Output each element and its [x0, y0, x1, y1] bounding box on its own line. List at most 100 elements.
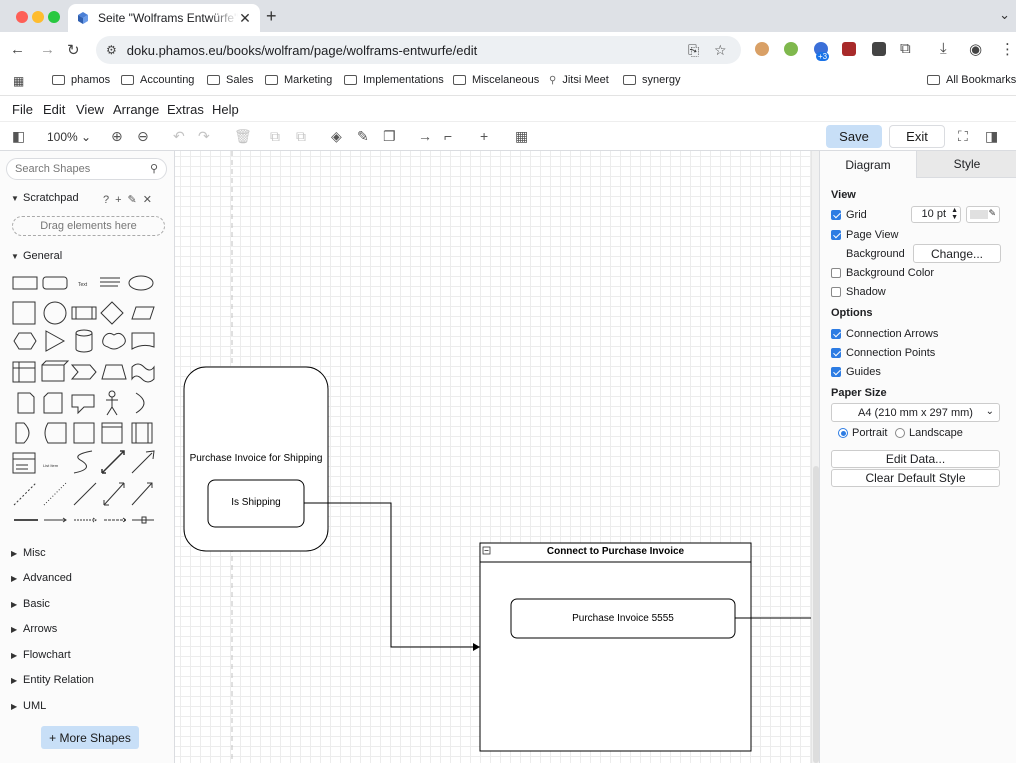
table-icon[interactable]: ▦	[515, 128, 529, 144]
minimize-window-button[interactable]	[32, 11, 44, 23]
maximize-window-button[interactable]	[48, 11, 60, 23]
waypoints-icon[interactable]: ⌐	[444, 128, 453, 144]
browser-menu-icon[interactable]: ⋮	[1000, 41, 1015, 58]
guides-checkbox[interactable]: Guides	[831, 366, 881, 378]
extension-2-icon[interactable]	[784, 42, 798, 56]
section-basic[interactable]: ▶Basic	[11, 598, 50, 610]
scratchpad-dropzone[interactable]: Drag elements here	[12, 216, 165, 236]
redo-icon[interactable]: ↷	[198, 128, 210, 144]
diagram-canvas[interactable]: Purchase Invoice for Shipping Is Shippin…	[175, 151, 811, 763]
menu-help[interactable]: Help	[212, 102, 239, 117]
gift-extension-icon[interactable]	[872, 42, 886, 56]
connection-icon[interactable]: →	[418, 128, 432, 144]
landscape-radio[interactable]: Landscape	[895, 427, 963, 439]
back-arrow-icon[interactable]: ←	[10, 41, 25, 58]
bookmark-implementations[interactable]: Implementations	[344, 74, 444, 86]
connection-points-checkbox[interactable]: Connection Points	[831, 347, 935, 359]
section-entity-relation[interactable]: ▶Entity Relation	[11, 674, 94, 686]
format-panel-toggle-icon[interactable]: ◨	[985, 128, 999, 144]
paper-size-select[interactable]: A4 (210 mm x 297 mm)⌄	[831, 403, 1000, 422]
background-color-checkbox[interactable]: Background Color	[831, 267, 934, 279]
menu-file[interactable]: File	[12, 102, 33, 117]
checkbox-checked-icon	[831, 329, 841, 339]
all-bookmarks[interactable]: All Bookmarks	[927, 74, 1016, 86]
scrollbar-thumb[interactable]	[813, 466, 819, 763]
bookmark-jitsi-meet[interactable]: ⚲Jitsi Meet	[549, 74, 609, 86]
bookmark-sales[interactable]: Sales	[207, 74, 254, 86]
to-back-icon[interactable]: ⧉	[296, 128, 306, 144]
bookmark-synergy[interactable]: synergy	[623, 74, 681, 86]
extension-1-icon[interactable]	[755, 42, 769, 56]
search-shapes-input[interactable]: Search Shapes ⚲	[6, 158, 167, 180]
scratchpad-actions[interactable]: ?+✎✕	[103, 194, 158, 206]
delete-icon[interactable]: 🗑	[234, 128, 252, 144]
canvas-scrollbar[interactable]	[811, 151, 819, 763]
page-view-checkbox[interactable]: Page View	[831, 229, 898, 241]
shadow-icon[interactable]: ❐	[383, 128, 396, 144]
tab-close-icon[interactable]: ✕	[239, 9, 251, 26]
menu-edit[interactable]: Edit	[43, 102, 66, 117]
section-advanced[interactable]: ▶Advanced	[11, 572, 72, 584]
general-shapes-grid[interactable]: Text List Item	[8, 269, 168, 529]
line-color-icon[interactable]: ✎	[357, 128, 369, 144]
address-bar[interactable]: ⚙ doku.phamos.eu/books/wolfram/page/wolf…	[96, 36, 741, 64]
edit-data-button[interactable]: Edit Data...	[831, 450, 1000, 468]
forward-arrow-icon[interactable]: →	[40, 41, 55, 58]
grid-color-swatch[interactable]: ✎	[966, 206, 1000, 223]
to-front-icon[interactable]: ⧉	[270, 128, 280, 144]
profile-icon[interactable]: ◉	[969, 41, 983, 58]
fill-color-icon[interactable]: ◈	[331, 128, 342, 144]
close-window-button[interactable]	[16, 11, 28, 23]
bookmark-marketing[interactable]: Marketing	[265, 74, 332, 86]
more-shapes-button[interactable]: + More Shapes	[41, 726, 139, 749]
arrowhead-icon	[473, 643, 480, 651]
connect-container[interactable]	[479, 542, 752, 752]
bookmark-miscelaneous[interactable]: Miscelaneous	[453, 74, 539, 86]
caret-right-icon: ▶	[11, 701, 18, 711]
scratchpad-header[interactable]: ▼Scratchpad	[11, 192, 79, 204]
checkbox-unchecked-icon	[831, 287, 841, 297]
exit-button[interactable]: Exit	[889, 125, 945, 148]
undo-icon[interactable]: ↶	[173, 128, 185, 144]
section-misc[interactable]: ▶Misc	[11, 547, 46, 559]
tab-search-chevron-icon[interactable]: ⌄	[999, 7, 1010, 22]
zoom-level[interactable]: 100% ⌄	[47, 130, 92, 144]
menu-arrange[interactable]: Arrange	[113, 102, 160, 117]
toggle-sidebar-icon[interactable]: ◧	[12, 128, 26, 144]
portrait-radio[interactable]: Portrait	[838, 427, 887, 439]
radio-unselected-icon	[895, 428, 905, 438]
install-app-icon[interactable]: ⎘	[688, 42, 700, 58]
stepper-icon[interactable]: ▲▼	[951, 207, 958, 221]
browser-tab-active[interactable]: Seite "Wolframs Entwürfe" bearbeiten ✕	[68, 4, 260, 32]
bookmark-star-icon[interactable]: ☆	[714, 42, 727, 58]
section-arrows[interactable]: ▶Arrows	[11, 623, 58, 635]
tab-style[interactable]: Style	[916, 151, 1016, 178]
ublock-extension-icon[interactable]	[842, 42, 856, 56]
apps-grid-icon[interactable]: ▦	[13, 74, 25, 88]
section-flowchart[interactable]: ▶Flowchart	[11, 649, 71, 661]
zoom-out-icon[interactable]: ⊖	[137, 128, 149, 144]
menu-extras[interactable]: Extras	[167, 102, 204, 117]
change-background-button[interactable]: Change...	[913, 244, 1001, 263]
reload-icon[interactable]: ↻	[67, 42, 80, 59]
save-button[interactable]: Save	[826, 125, 882, 148]
site-settings-icon[interactable]: ⚙	[106, 43, 117, 57]
grid-checkbox[interactable]: Grid	[831, 209, 867, 221]
general-header[interactable]: ▼General	[11, 250, 63, 262]
extensions-puzzle-icon[interactable]: ⧉	[900, 40, 911, 57]
menu-view[interactable]: View	[76, 102, 104, 117]
zoom-in-icon[interactable]: ⊕	[111, 128, 123, 144]
grid-size-input[interactable]: 10 pt▲▼	[911, 206, 961, 223]
bookmark-phamos[interactable]: phamos	[52, 74, 110, 86]
tab-diagram[interactable]: Diagram	[820, 151, 916, 178]
connector-edge-1[interactable]	[304, 502, 475, 648]
download-icon[interactable]: ⤓	[940, 40, 947, 57]
connection-arrows-checkbox[interactable]: Connection Arrows	[831, 328, 938, 340]
new-tab-button[interactable]: +	[266, 6, 277, 26]
section-uml[interactable]: ▶UML	[11, 700, 47, 712]
clear-default-style-button[interactable]: Clear Default Style	[831, 469, 1000, 487]
fullscreen-icon[interactable]: ⛶	[958, 128, 968, 144]
insert-plus-icon[interactable]: +	[480, 128, 489, 144]
bookmark-accounting[interactable]: Accounting	[121, 74, 194, 86]
shadow-checkbox[interactable]: Shadow	[831, 286, 886, 298]
